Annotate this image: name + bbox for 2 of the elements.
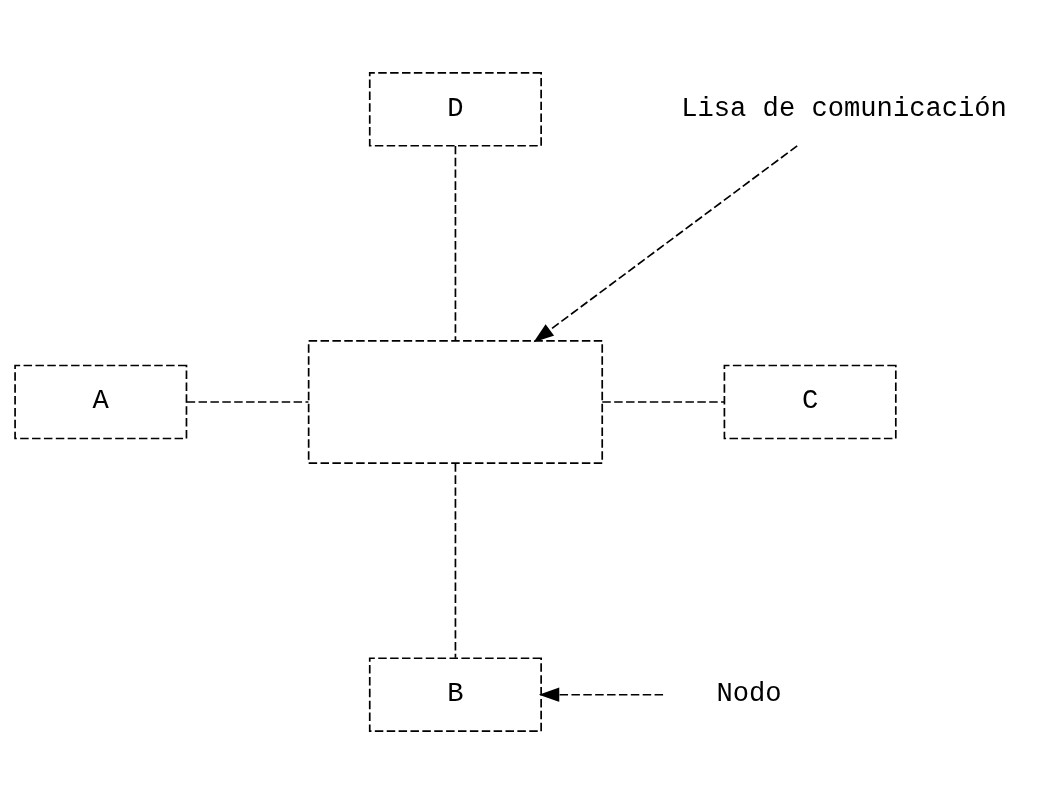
node-text: Nodo	[716, 677, 782, 709]
node-text: Lisa de comunicación	[681, 92, 1007, 124]
